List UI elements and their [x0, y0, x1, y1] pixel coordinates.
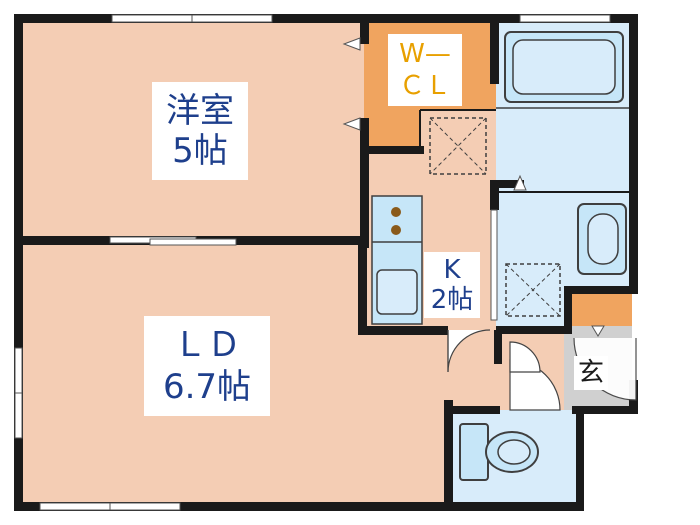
wall-bottom-left [14, 502, 452, 511]
wall-ld-east-lower [444, 400, 453, 511]
wall-hall-bottom [496, 326, 572, 334]
bathtub-icon [504, 31, 624, 103]
interior-partitions [419, 109, 632, 193]
wall-genkan-bottom [572, 406, 638, 414]
wall-toilet-top [444, 406, 500, 414]
western-room-name: 洋室 [166, 91, 234, 131]
wall-kitchen-east [490, 180, 499, 210]
wall-left [14, 14, 23, 510]
storage-x-icon [429, 117, 487, 175]
wcl-line1: W— [399, 39, 451, 69]
wall-right [629, 14, 638, 294]
washbasin-icon [577, 203, 627, 275]
western-room-size: 5帖 [172, 131, 228, 171]
kitchen-label: K 2帖 [424, 252, 480, 318]
washroom-sliding-door [490, 209, 498, 321]
wall-toilet-east [576, 406, 584, 511]
wall-ld-east [358, 240, 367, 330]
wall-toilet-bottom [444, 502, 584, 511]
washroom-door-marker [513, 174, 527, 191]
ld-room-name: ＬＤ [173, 325, 241, 365]
wcl-label: W— ＣＬ [388, 34, 462, 106]
wall-hall-divider [494, 330, 502, 364]
kitchen-size: 2帖 [430, 285, 474, 315]
western-room-label: 洋室 5帖 [152, 82, 248, 180]
shoe-closet-door [591, 325, 605, 337]
window-bath-top [519, 14, 611, 23]
ld-room-label: ＬＤ 6.7帖 [144, 316, 270, 416]
wall-genkan-west [564, 286, 572, 328]
washer-pan-icon [505, 263, 561, 317]
stove-icon [391, 207, 401, 235]
window-icon [14, 14, 611, 511]
toilet-icon [459, 423, 539, 481]
sliding-door [109, 236, 237, 246]
wall-ld-kitchen-bottom [358, 326, 448, 335]
closet-door-markers [342, 37, 361, 131]
door-swing-hall [509, 341, 541, 373]
wall-wcl-east [490, 14, 499, 84]
wall-shoe-top [564, 286, 636, 294]
shoe-closet-floor [564, 290, 632, 326]
wall-western-east-2 [360, 118, 369, 248]
wall-bath-washroom [496, 180, 524, 188]
wall-wcl-bottom [364, 146, 424, 154]
wall-western-east [360, 14, 369, 44]
entrance-name: 玄 [577, 358, 604, 388]
wcl-line2: ＣＬ [398, 71, 451, 101]
ld-room-size: 6.7帖 [162, 367, 252, 407]
wall-top [14, 14, 638, 23]
entrance-label: 玄 [574, 356, 608, 390]
kitchen-name: K [443, 255, 461, 285]
sink-icon [376, 269, 418, 315]
